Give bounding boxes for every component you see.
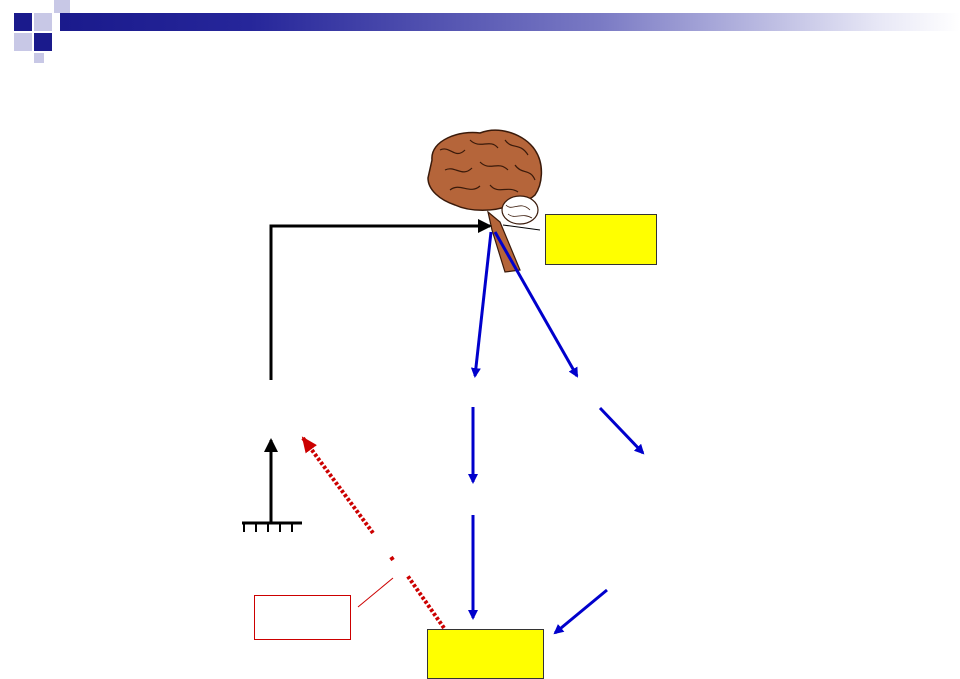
feedback-arrow [301, 436, 375, 535]
feedback-arrow [389, 555, 395, 562]
callout-line [357, 577, 394, 608]
efferent-arrow [493, 231, 579, 378]
brain-icon [427, 129, 543, 273]
receptor-icon [242, 438, 302, 532]
header-square [34, 33, 52, 51]
header-bar [0, 13, 960, 31]
efferent-arrow [553, 588, 608, 635]
header-square [14, 33, 32, 51]
effector-box [427, 629, 544, 679]
brain-label-box [545, 214, 657, 265]
header-square [54, 0, 70, 13]
feedback-arrow [405, 573, 446, 630]
header-square [14, 13, 32, 31]
efferent-arrow [598, 406, 645, 455]
header-square [34, 53, 44, 63]
afferent-arrow [269, 219, 492, 380]
efferent-arrow [470, 231, 493, 378]
header-square [34, 13, 52, 31]
feedback-box [254, 595, 351, 640]
